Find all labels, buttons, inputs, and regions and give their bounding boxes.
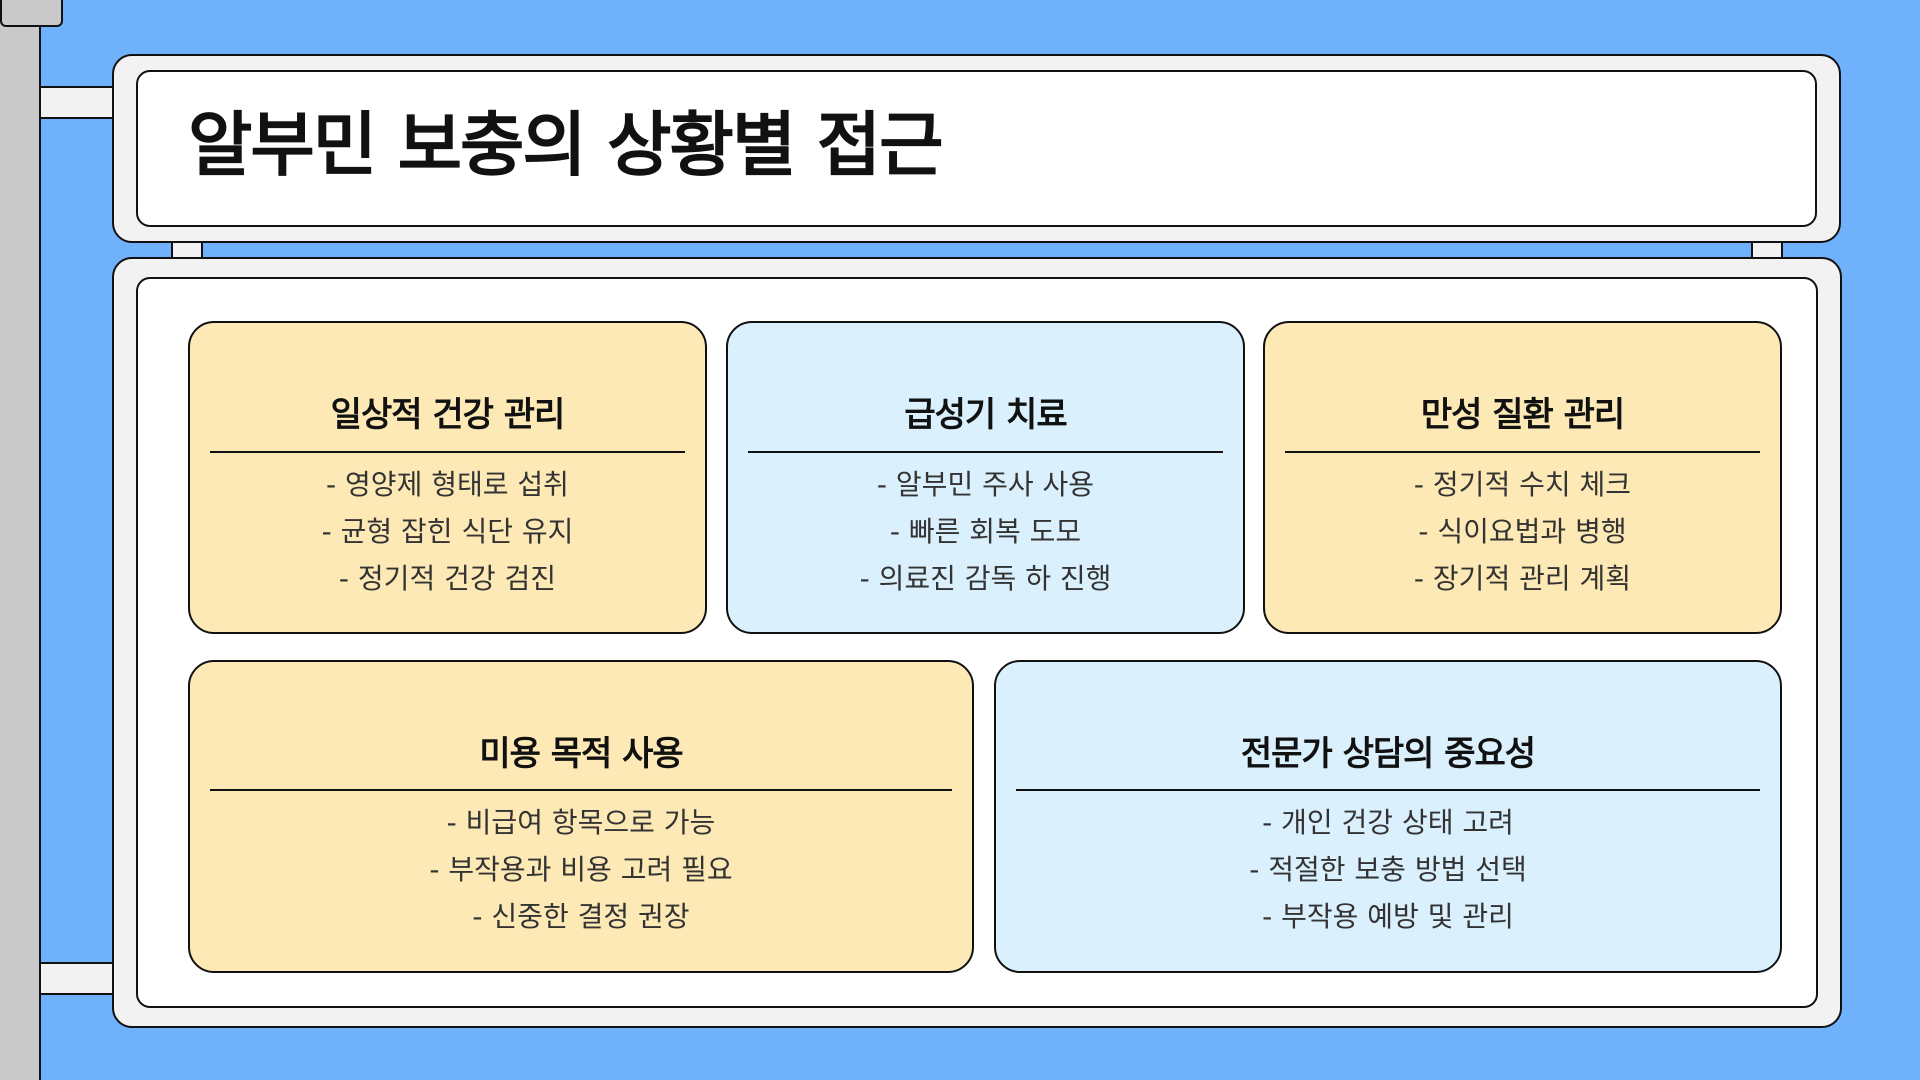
title-sign: 알부민 보충의 상황별 접근 xyxy=(112,54,1841,243)
list-item: - 정기적 수치 체크 xyxy=(1413,468,1632,501)
card-expert-consultation: 전문가 상담의 중요성 - 개인 건강 상태 고려 - 적절한 보충 방법 선택… xyxy=(994,660,1782,973)
title-panel: 알부민 보충의 상황별 접근 xyxy=(136,70,1817,227)
card-acute-treatment: 급성기 치료 - 알부민 주사 사용 - 빠른 회복 도모 - 의료진 감독 하… xyxy=(726,321,1245,634)
divider xyxy=(210,451,685,453)
list-item: - 알부민 주사 사용 xyxy=(876,468,1095,501)
card-item-list: - 개인 건강 상태 고려 - 적절한 보충 방법 선택 - 부작용 예방 및 … xyxy=(1016,799,1760,940)
divider xyxy=(1016,789,1760,791)
list-item: - 적절한 보충 방법 선택 xyxy=(1249,853,1527,886)
card-title: 전문가 상담의 중요성 xyxy=(1240,734,1536,774)
sign-bracket-bottom xyxy=(39,962,116,995)
divider xyxy=(1285,451,1760,453)
card-daily-health: 일상적 건강 관리 - 영양제 형태로 섭취 - 균형 잡힌 식단 유지 - 정… xyxy=(188,321,707,634)
card-item-list: - 영양제 형태로 섭취 - 균형 잡힌 식단 유지 - 정기적 건강 검진 xyxy=(210,461,685,602)
card-title: 일상적 건강 관리 xyxy=(330,395,566,435)
list-item: - 의료진 감독 하 진행 xyxy=(859,562,1112,595)
card-title: 급성기 치료 xyxy=(904,395,1067,435)
list-item: - 부작용 예방 및 관리 xyxy=(1262,900,1514,933)
list-item: - 개인 건강 상태 고려 xyxy=(1262,806,1514,839)
pole-cap xyxy=(0,0,63,27)
card-chronic-management: 만성 질환 관리 - 정기적 수치 체크 - 식이요법과 병행 - 장기적 관리… xyxy=(1263,321,1782,634)
card-title: 만성 질환 관리 xyxy=(1420,395,1625,435)
content-sign: 일상적 건강 관리 - 영양제 형태로 섭취 - 균형 잡힌 식단 유지 - 정… xyxy=(112,257,1842,1028)
card-item-list: - 정기적 수치 체크 - 식이요법과 병행 - 장기적 관리 계획 xyxy=(1285,461,1760,602)
list-item: - 신중한 결정 권장 xyxy=(472,900,690,933)
list-item: - 영양제 형태로 섭취 xyxy=(326,468,569,501)
list-item: - 부작용과 비용 고려 필요 xyxy=(429,853,733,886)
list-item: - 장기적 관리 계획 xyxy=(1413,562,1632,595)
divider xyxy=(748,451,1223,453)
card-title: 미용 목적 사용 xyxy=(479,734,683,774)
divider xyxy=(210,789,952,791)
card-item-list: - 알부민 주사 사용 - 빠른 회복 도모 - 의료진 감독 하 진행 xyxy=(748,461,1223,602)
card-cosmetic-use: 미용 목적 사용 - 비급여 항목으로 가능 - 부작용과 비용 고려 필요 -… xyxy=(188,660,974,973)
list-item: - 비급여 항목으로 가능 xyxy=(446,806,716,839)
sign-bracket-top xyxy=(39,86,116,119)
list-item: - 균형 잡힌 식단 유지 xyxy=(321,515,574,548)
list-item: - 식이요법과 병행 xyxy=(1418,515,1627,548)
list-item: - 빠른 회복 도모 xyxy=(889,515,1082,548)
list-item: - 정기적 건강 검진 xyxy=(338,562,557,595)
content-panel: 일상적 건강 관리 - 영양제 형태로 섭취 - 균형 잡힌 식단 유지 - 정… xyxy=(136,277,1818,1008)
sign-pole xyxy=(0,0,41,1080)
card-item-list: - 비급여 항목으로 가능 - 부작용과 비용 고려 필요 - 신중한 결정 권… xyxy=(210,799,952,940)
page-title: 알부민 보충의 상황별 접근 xyxy=(188,104,944,186)
